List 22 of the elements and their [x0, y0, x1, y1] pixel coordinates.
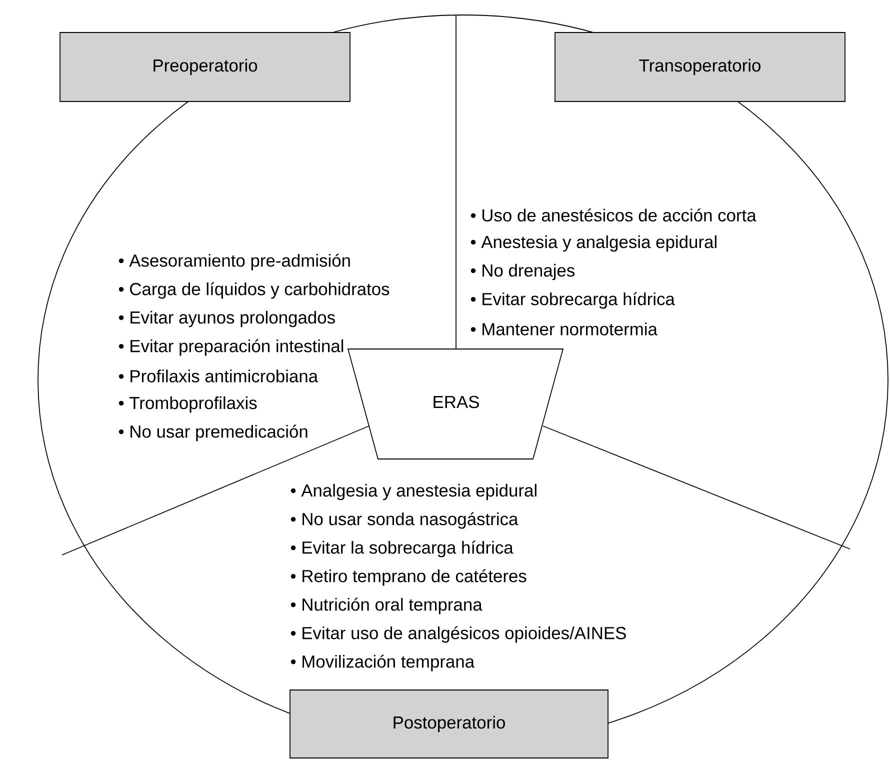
list-item: • Nutrición oral temprana — [290, 598, 482, 614]
list-item: • No usar sonda nasogástrica — [290, 512, 518, 529]
list-item: • Retiro temprano de catéteres — [290, 569, 526, 586]
list-item: • Evitar sobrecarga hídrica — [470, 292, 675, 309]
list-item: • Asesoramiento pre-admisión — [118, 254, 350, 270]
list-item: • Carga de líquidos y carbohidratos — [118, 282, 390, 299]
list-item: • Uso de anestésicos de acción corta — [470, 208, 756, 222]
list-item: • Evitar ayunos prolongados — [118, 310, 335, 328]
list-item: • Evitar uso de analgésicos opioides/AINES — [290, 626, 626, 643]
phase-box: Postoperatorio — [290, 690, 608, 758]
list-item: • Evitar preparación intestinal — [118, 339, 344, 356]
list-item: • No drenajes — [470, 264, 574, 280]
list-item: • No usar premedicación — [118, 424, 308, 442]
list-item: • Evitar la sobrecarga hídrica — [290, 540, 514, 558]
list-item: • Profilaxis antimicrobiana — [118, 370, 318, 382]
list-item: • Tromboprofilaxis — [118, 396, 257, 413]
phase-box: Transoperatorio — [554, 32, 846, 102]
list-item: • Anestesia y analgesia epidural — [470, 235, 716, 252]
list-item: • Analgesia y anestesia epidural — [290, 484, 536, 500]
list-item: • Movilización temprana — [290, 654, 475, 672]
list-item: • Mantener normotermia — [470, 322, 658, 336]
phase-box: Preoperatorio — [60, 32, 350, 102]
